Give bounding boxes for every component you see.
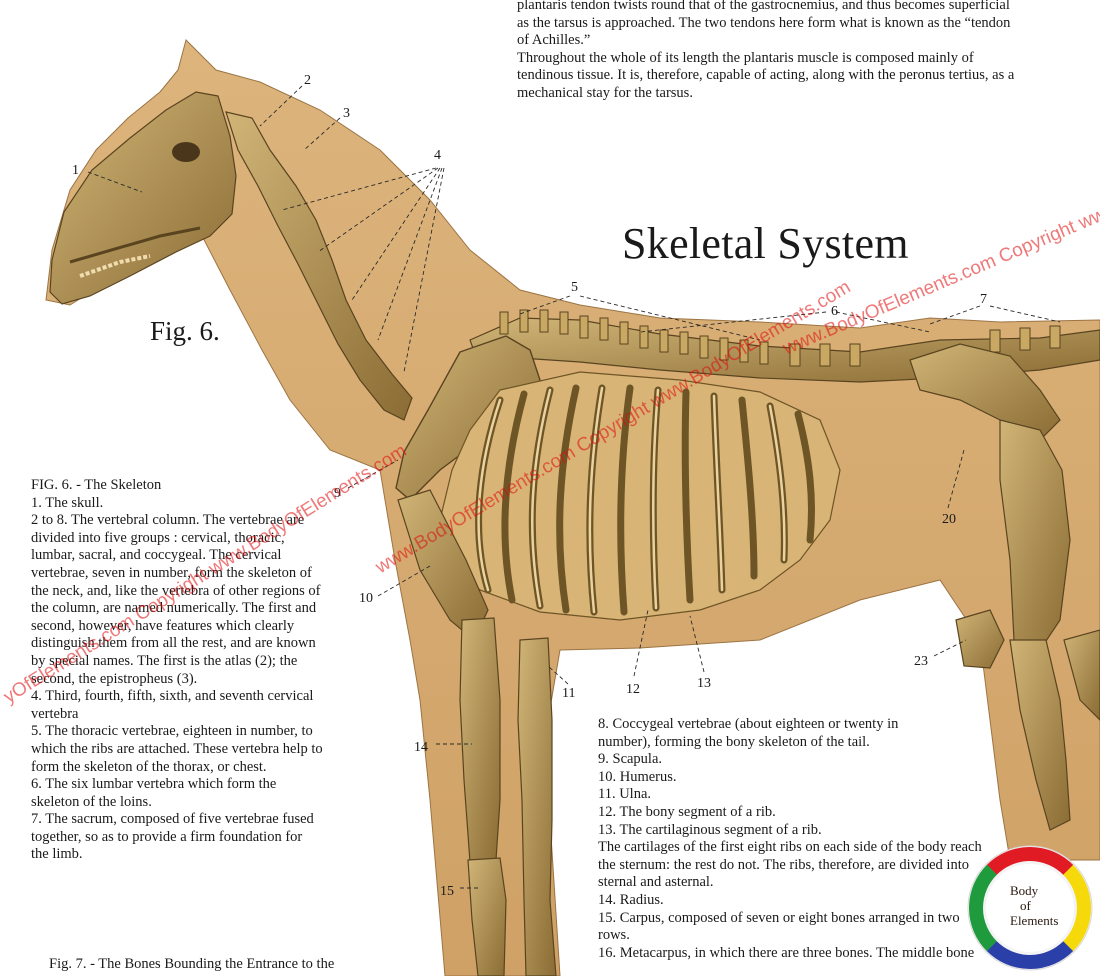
legend-line: 11. Ulna.	[598, 786, 652, 803]
callout-3: 3	[343, 106, 350, 121]
legend-line: 2 to 8. The vertebral column. The verteb…	[31, 512, 305, 529]
legend-line: vertebrae, seven in number, form the ske…	[31, 564, 312, 581]
legend-line: skeleton of the loins.	[31, 793, 152, 810]
callout-6: 6	[831, 304, 838, 319]
body-of-elements-logo	[967, 845, 1093, 971]
callout-23: 23	[914, 654, 928, 669]
text-line: Throughout the whole of its length the p…	[517, 49, 974, 66]
legend-heading: FIG. 6. - The Skeleton	[31, 477, 162, 493]
legend-line: 5. The thoracic vertebrae, eighteen in n…	[31, 723, 313, 740]
callout-13: 13	[697, 676, 711, 691]
legend-line: 13. The cartilaginous segment of a rib.	[598, 821, 822, 838]
callout-20: 20	[942, 512, 956, 527]
legend-line: divided into five groups : cervical, tho…	[31, 529, 285, 546]
legend-line: 4. Third, fourth, fifth, sixth, and seve…	[31, 688, 314, 705]
legend-line: the column, are named numerically. The f…	[31, 600, 317, 617]
legend-line: sternal and asternal.	[598, 874, 714, 891]
legend-line: 16. Metacarpus, in which there are three…	[598, 944, 975, 961]
legend-line: The cartilages of the first eight ribs o…	[598, 839, 982, 856]
callout-7: 7	[980, 292, 987, 307]
callout-9: 9	[334, 486, 341, 501]
text-line: plantaris tendon twists round that of th…	[517, 0, 1010, 13]
logo-line: Elements	[1010, 913, 1059, 928]
page-title: Skeletal System	[622, 219, 909, 268]
callout-5: 5	[571, 280, 578, 295]
legend-line: 10. Humerus.	[598, 768, 677, 785]
legend-line: 15. Carpus, composed of seven or eight b…	[598, 909, 960, 926]
legend-line: the sternum: the rest do not. The ribs, …	[598, 856, 969, 873]
callout-4: 4	[434, 148, 441, 163]
legend-line: the neck, and, like the vertebra of othe…	[31, 582, 321, 599]
callout-12: 12	[626, 682, 640, 697]
rear-foreleg-bone	[517, 637, 557, 976]
callout-leaders	[87, 85, 1061, 889]
legend-line: 9. Scapula.	[598, 751, 663, 768]
top-paragraph: plantaris tendon twists round that of th…	[517, 0, 1092, 103]
legend-line: 14. Radius.	[598, 891, 664, 908]
figure-label: Fig. 6.	[150, 316, 220, 346]
logo-line: of	[1020, 898, 1031, 913]
pelvis-bone	[909, 343, 1061, 441]
text-line: of Achilles.”	[517, 32, 591, 49]
callout-15: 15	[440, 884, 454, 899]
logo-line: Body	[1010, 883, 1039, 898]
legend-line: rows.	[598, 927, 630, 944]
legend-line: 7. The sacrum, composed of five vertebra…	[31, 811, 314, 828]
legend-line: which the ribs are attached. These verte…	[31, 740, 323, 757]
fig7-caption: Fig. 7. - The Bones Bounding the Entranc…	[49, 956, 335, 972]
legend-line: second, the epistropheus (3).	[31, 670, 198, 687]
logo-text: Body of Elements	[1010, 883, 1058, 928]
carpus-metacarpus-bone	[467, 857, 507, 976]
callout-2: 2	[304, 73, 311, 88]
legend-line: number), forming the bony skeleton of th…	[598, 733, 870, 750]
callout-10: 10	[359, 591, 373, 606]
legend-line: together, so as to provide a firm founda…	[31, 828, 303, 845]
femur-bone	[999, 419, 1071, 651]
fig6-legend: FIG. 6. - The Skeleton 1. The skull. 2 t…	[31, 477, 376, 864]
text-line: as the tarsus is approached. The two ten…	[517, 14, 1011, 31]
hind-tibia-bone	[1009, 639, 1071, 831]
callout-14: 14	[414, 740, 428, 755]
legend-line: 6. The six lumbar vertebra which form th…	[31, 776, 277, 793]
callout-11: 11	[562, 686, 576, 701]
legend-line: lumbar, sacral, and coccygeal. The cervi…	[31, 547, 282, 564]
legend-line: distinguish them from all the rest, and …	[31, 635, 316, 652]
callout-1: 1	[72, 163, 79, 178]
text-line: tendinous tissue. It is, therefore, capa…	[517, 67, 1015, 84]
text-line: mechanical stay for the tarsus.	[517, 84, 693, 101]
legend-line: 1. The skull.	[31, 494, 104, 511]
legend-line: 8. Coccygeal vertebrae (about eighteen o…	[598, 716, 899, 732]
legend-line: second, however, have features which cle…	[31, 617, 295, 634]
legend-line: the limb.	[31, 846, 83, 863]
legend-line: 12. The bony segment of a rib.	[598, 803, 776, 820]
legend-line: vertebra	[31, 705, 79, 722]
legend-line: by special names. The first is the atlas…	[31, 652, 298, 669]
cervical-vertebrae	[225, 111, 413, 421]
hind-hock-bone	[1063, 629, 1100, 721]
legend-continued: 8. Coccygeal vertebrae (about eighteen o…	[598, 716, 1068, 962]
legend-line: form the skeleton of the thorax, or ches…	[31, 758, 267, 775]
patella-bone	[955, 609, 1005, 669]
